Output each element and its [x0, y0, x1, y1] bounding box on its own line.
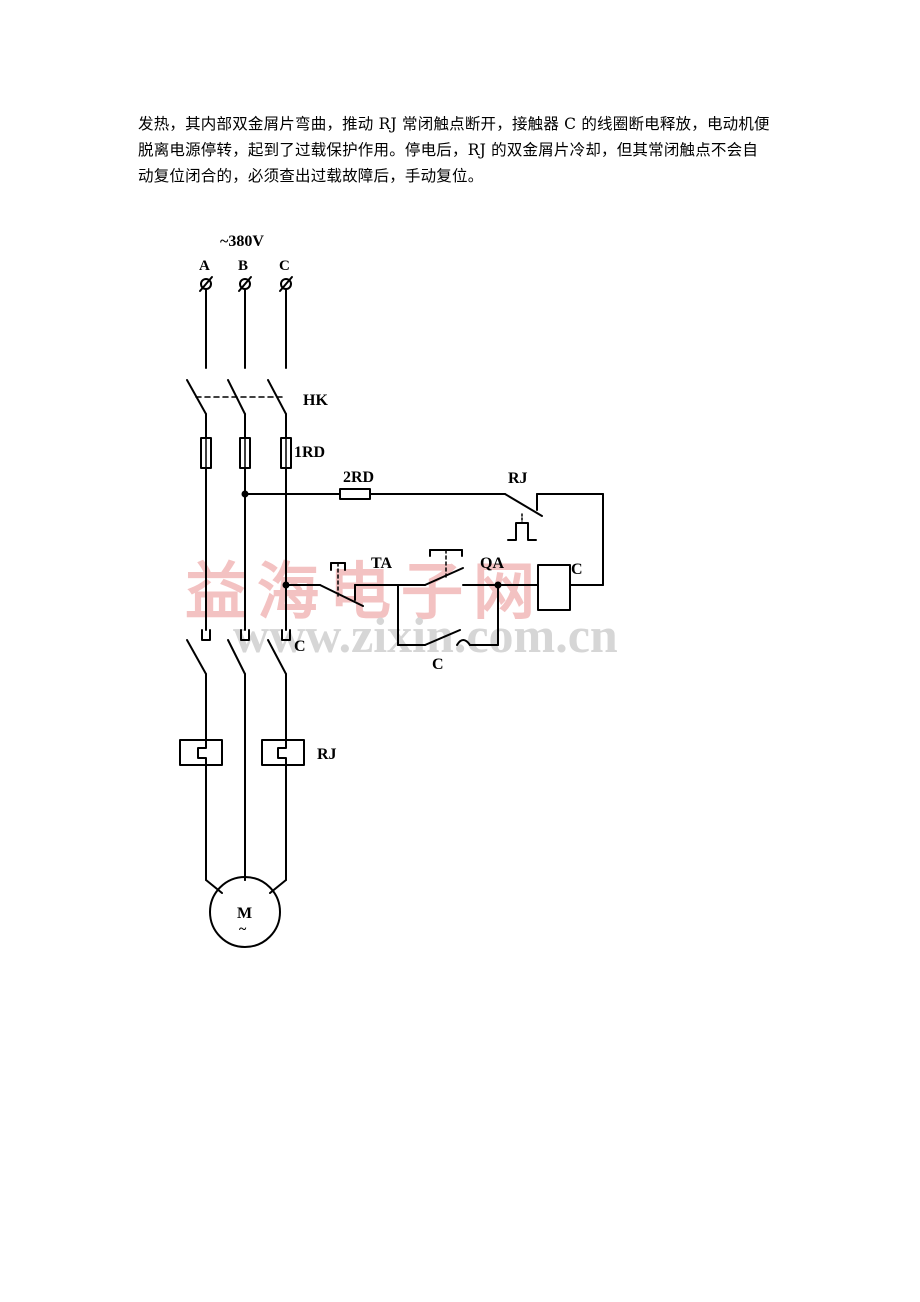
- contactor-main-contacts-c: [186, 629, 291, 675]
- aux-contact-label: C: [432, 656, 444, 673]
- body-paragraph: 发热，其内部双金屑片弯曲，推动 RJ 常闭触点断开，接触器 C 的线圈断电释放，…: [138, 111, 788, 189]
- supply-terminals: [199, 276, 293, 292]
- phase-b-label: B: [238, 258, 248, 274]
- motor-m: [209, 876, 281, 948]
- start-button-label: QA: [480, 555, 504, 572]
- overload-contact-label: RJ: [508, 470, 528, 487]
- phase-a-label: A: [199, 258, 210, 274]
- motor-ac-symbol: ~: [239, 922, 247, 937]
- stop-button-ta: [319, 562, 399, 607]
- heater-label: RJ: [317, 746, 337, 763]
- coil-label: C: [571, 561, 583, 578]
- main-contact-label: C: [294, 638, 306, 655]
- supply-voltage-label: ~380V: [220, 233, 264, 250]
- contactor-aux-contact-c: [397, 584, 499, 646]
- overload-relay-heaters-rj: [179, 739, 305, 766]
- stop-button-label: TA: [371, 555, 392, 572]
- watermark: 益海电子网 www.zixin.com.cn: [185, 558, 618, 663]
- paragraph-line-2: 脱离电源停转，起到了过载保护作用。停电后，RJ 的双金屑片冷却，但其常闭触点不会…: [138, 141, 759, 159]
- start-button-qa: [397, 549, 499, 586]
- knife-switch-hk: [186, 379, 287, 415]
- main-fuses-1rd: [200, 437, 292, 469]
- knife-switch-label: HK: [303, 392, 328, 409]
- phase-c-label: C: [279, 258, 290, 274]
- contactor-coil-c: [537, 564, 571, 611]
- watermark-text: 益海电子网: [185, 558, 545, 627]
- control-fuse-label: 2RD: [343, 469, 374, 486]
- overload-relay-contact-rj: [504, 493, 604, 541]
- main-fuse-label: 1RD: [294, 444, 325, 461]
- paragraph-line-1: 发热，其内部双金屑片弯曲，推动 RJ 常闭触点断开，接触器 C 的线圈断电释放，…: [138, 115, 770, 133]
- motor-letter: M: [237, 905, 252, 922]
- paragraph-line-3: 动复位闭合的，必须查出过载故障后，手动复位。: [138, 167, 484, 185]
- watermark-url: www.zixin.com.cn: [233, 607, 618, 663]
- control-fuse-2rd: [339, 488, 371, 500]
